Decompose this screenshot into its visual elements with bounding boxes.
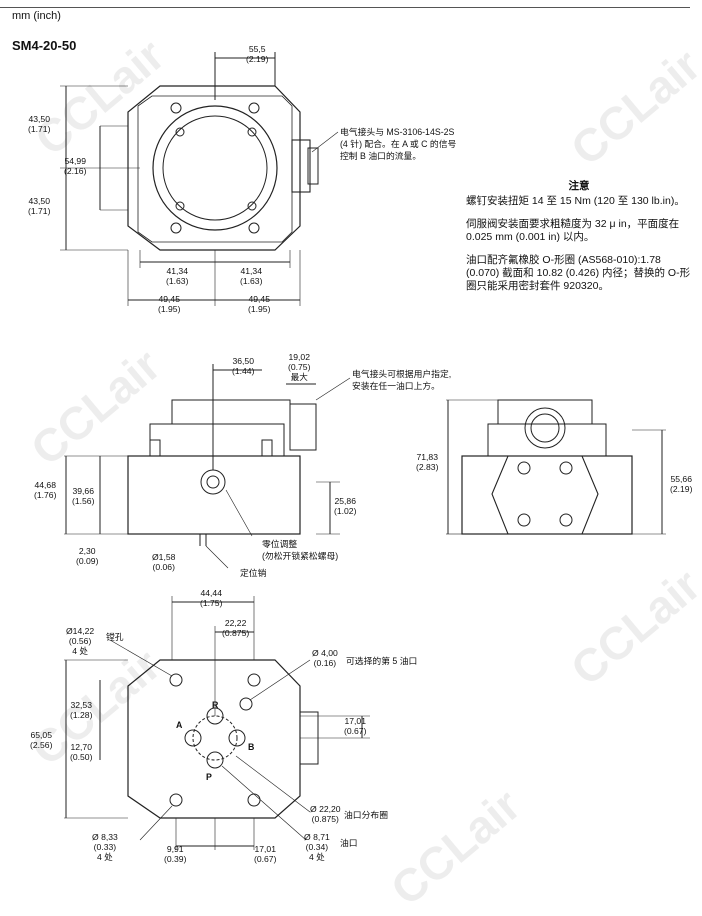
dim-25-86-mm: 25,86 <box>334 496 356 506</box>
null-adjust-note: (勿松开锁紧松螺母) <box>262 551 339 561</box>
null-adjust-label: 零位调整 <box>262 539 298 549</box>
dim-65-05-mm: 65,05 <box>30 730 52 740</box>
dim-39-66-mm: 39,66 <box>72 486 94 496</box>
connector-note-line-3: 控制 B 油口的流量。 <box>340 151 422 161</box>
dim-55-5-mm: 55,5 <box>248 44 266 54</box>
port-label: 油口 <box>340 838 358 848</box>
dim-71-83-in: (2.83) <box>416 462 439 472</box>
side-connector-note-2: 安装在任一油口上方。 <box>352 381 440 391</box>
dim-71-83-mm: 71,83 <box>416 452 438 462</box>
dim-17-01-right-mm: 17,01 <box>344 716 366 726</box>
locating-pin-label: 定位销 <box>240 568 267 578</box>
dim-22-22-mm: 22,22 <box>224 618 247 628</box>
dim-55-66-in: (2.19) <box>670 484 693 494</box>
dim-4-00-mm: Ø 4,00 <box>312 648 338 658</box>
dim-8-71-mm: Ø 8,71 <box>304 832 330 842</box>
drawing-canvas <box>60 52 666 850</box>
dim-43-50-upper-in: (1.71) <box>28 124 51 134</box>
dim-44-68-in: (1.76) <box>34 490 57 500</box>
dim-39-66-in: (1.56) <box>72 496 95 506</box>
dim-9-91-mm: 9,91 <box>166 844 184 854</box>
side-connector-note-1: 电气接头可根据用户指定, <box>352 369 452 379</box>
dim-1-58-mm: Ø1,58 <box>152 552 176 562</box>
model-title: SM4-20-50 <box>12 38 77 53</box>
dim-65-05-in: (2.56) <box>30 740 53 750</box>
dim-43-50-upper-mm: 43,50 <box>28 114 50 124</box>
dim-44-44-in: (1.75) <box>200 598 223 608</box>
connector-note-line-1: 电气接头与 MS-3106-14S-2S <box>340 127 455 137</box>
dim-32-53-mm: 32,53 <box>70 700 92 710</box>
dim-8-71-in: (0.34) <box>305 842 329 852</box>
fifth-port-label: 可选择的第 5 油口 <box>346 656 418 666</box>
dim-49-45-right-in: (1.95) <box>248 304 271 314</box>
note-torque: 螺钉安装扭矩 14 至 15 Nm (120 至 130 lb.in)。 <box>466 195 685 207</box>
dim-54-99-in: (2.16) <box>64 166 87 176</box>
end-view <box>446 399 666 535</box>
dim-41-34-right-mm: 41,34 <box>240 266 262 276</box>
side-view <box>64 364 351 569</box>
port-p-label: P <box>206 772 212 782</box>
dim-22-22-in: (0.875) <box>222 628 250 638</box>
dim-17-01-bottom-mm: 17,01 <box>254 844 276 854</box>
dim-25-86-in: (1.02) <box>334 506 357 516</box>
dim-17-01-bottom-in: (0.67) <box>254 854 277 864</box>
dim-36-50-in: (1.44) <box>232 366 255 376</box>
dim-9-91-in: (0.39) <box>164 854 187 864</box>
dim-19-02-mm: 19,02 <box>288 352 310 362</box>
port-circle-label: 油口分布圈 <box>344 810 388 820</box>
dim-12-70-mm: 12,70 <box>70 742 92 752</box>
dim-22-20-mm: Ø 22,20 <box>310 804 341 814</box>
unit-label: mm (inch) <box>12 10 61 22</box>
port-b-label: B <box>248 742 255 752</box>
dim-32-53-in: (1.28) <box>70 710 93 720</box>
notes-panel: 注意 螺钉安装扭矩 14 至 15 Nm (120 至 130 lb.in)。 … <box>466 180 692 303</box>
dim-43-50-lower-in: (1.71) <box>28 206 51 216</box>
dim-54-99-mm: 54,99 <box>64 156 86 166</box>
dim-12-70-in: (0.50) <box>70 752 93 762</box>
dim-44-44-mm: 44,44 <box>200 588 222 598</box>
dim-36-50-mm: 36,50 <box>232 356 254 366</box>
dim-41-34-right-in: (1.63) <box>240 276 263 286</box>
dim-49-45-right-mm: 49,45 <box>248 294 270 304</box>
dim-19-02-max: 最大 <box>290 372 308 382</box>
dim-49-45-left-mm: 49,45 <box>158 294 180 304</box>
dim-8-33-count: 4 处 <box>97 852 113 862</box>
dim-14-22-count: 4 处 <box>72 646 88 656</box>
dim-17-01-right-in: (0.67) <box>344 726 367 736</box>
bottom-view <box>64 596 370 850</box>
dim-41-34-left-mm: 41,34 <box>166 266 188 276</box>
note-oring: 油口配齐氟橡胶 O-形圈 (AS568-010):1.78 (0.070) 截面… <box>466 254 691 292</box>
dim-14-22-mm: Ø14,22 <box>66 626 95 636</box>
dim-43-50-lower-mm: 43,50 <box>28 196 50 206</box>
dim-19-02-in: (0.75) <box>288 362 311 372</box>
dim-55-66-mm: 55,66 <box>670 474 692 484</box>
dim-22-20-in: (0.875) <box>311 814 339 824</box>
dim-8-71-count: 4 处 <box>309 852 325 862</box>
top-view <box>60 52 339 306</box>
dim-2-30-in: (0.09) <box>76 556 99 566</box>
dim-4-00-in: (0.16) <box>313 658 337 668</box>
connector-note-line-2: (4 针) 配合。在 A 或 C 的信号 <box>340 139 457 149</box>
dim-44-68-mm: 44,68 <box>34 480 56 490</box>
note-surface: 伺服阀安装面要求粗糙度为 32 μ in，平面度在 0.025 mm (0.00… <box>466 218 680 243</box>
dim-8-33-mm: Ø 8,33 <box>92 832 118 842</box>
port-r-label: R <box>212 700 219 710</box>
counterbore-label: 镗孔 <box>106 632 124 642</box>
dim-41-34-left-in: (1.63) <box>166 276 189 286</box>
notes-title: 注意 <box>568 180 590 192</box>
dim-8-33-in: (0.33) <box>93 842 117 852</box>
dim-1-58-in: (0.06) <box>152 562 175 572</box>
dim-2-30-mm: 2,30 <box>78 546 96 556</box>
dim-49-45-left-in: (1.95) <box>158 304 181 314</box>
dim-55-5-in: (2.19) <box>246 54 269 64</box>
dim-14-22-in: (0.56) <box>68 636 92 646</box>
header-rule <box>0 7 690 8</box>
port-a-label: A <box>176 720 183 730</box>
